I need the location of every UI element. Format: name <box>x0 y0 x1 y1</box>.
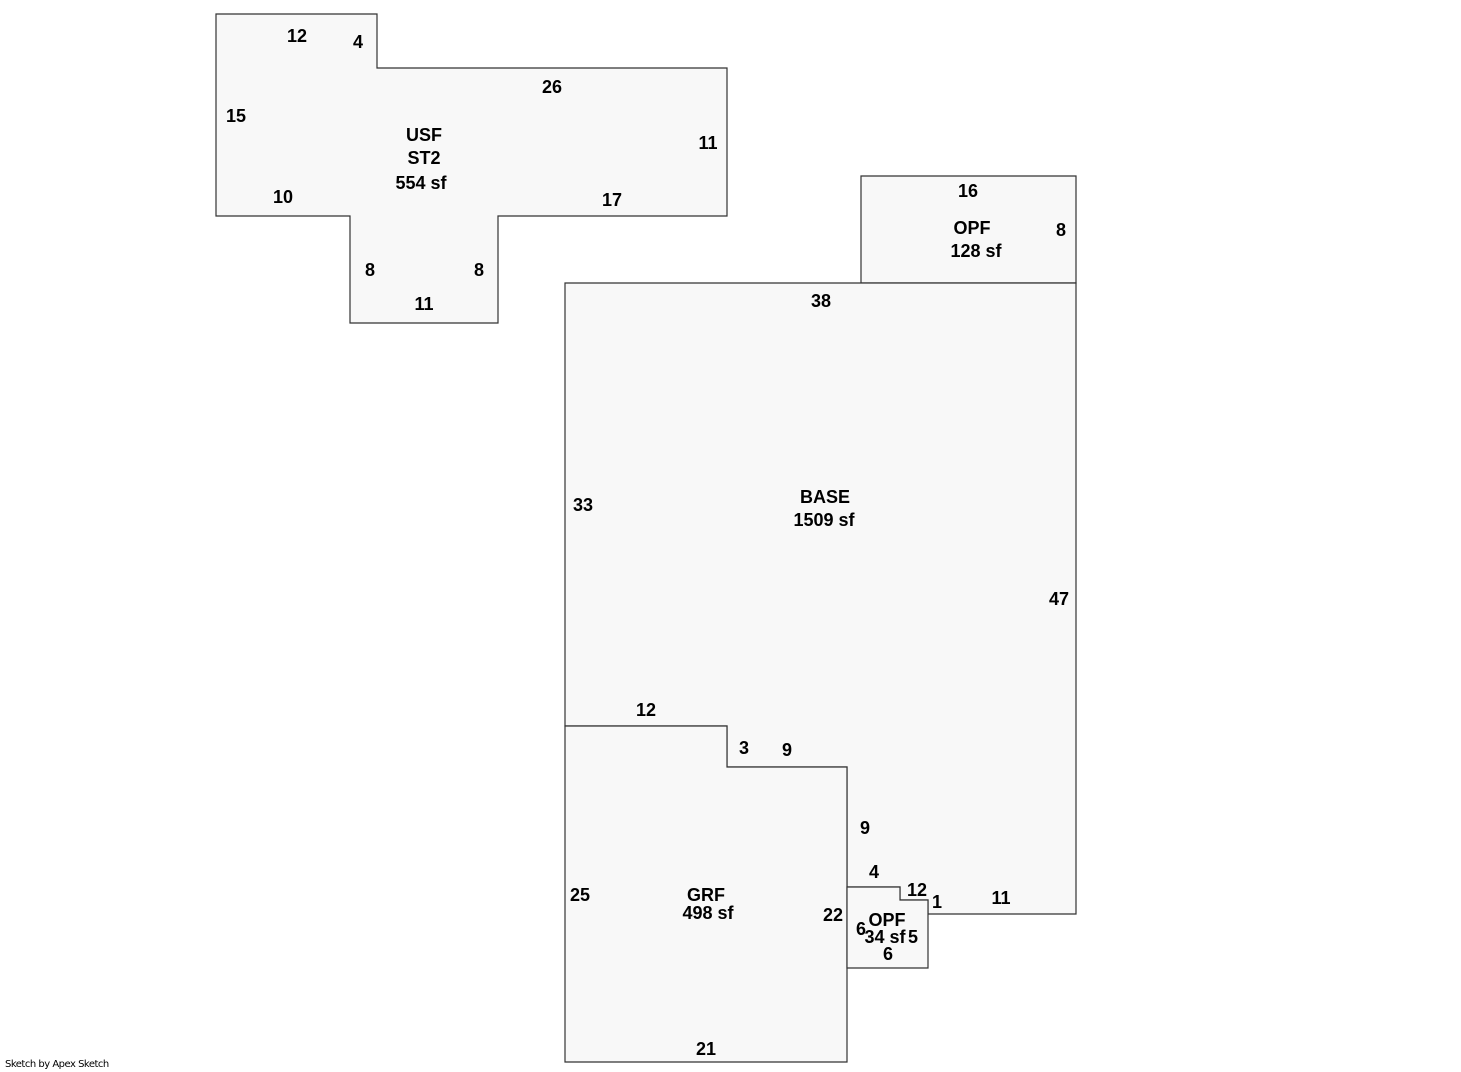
dimension: 9 <box>782 740 792 760</box>
dimension: 8 <box>474 260 484 280</box>
dimension: 8 <box>365 260 375 280</box>
dimension: 16 <box>958 181 978 201</box>
footer-credit: Sketch by Apex Sketch <box>5 1059 109 1070</box>
opf-top-size: 128 sf <box>950 241 1002 261</box>
dimension: 33 <box>573 495 593 515</box>
area-opf-small[interactable] <box>846 886 929 969</box>
dimension: 6 <box>856 919 866 939</box>
dimension: 10 <box>273 187 293 207</box>
base-size: 1509 sf <box>793 510 855 530</box>
dimension: 5 <box>908 927 918 947</box>
dimension: 8 <box>1056 220 1066 240</box>
dimension: 15 <box>226 106 246 126</box>
dimension: 17 <box>602 190 622 210</box>
dimension: 21 <box>696 1039 716 1059</box>
area-grf[interactable] <box>564 725 848 1063</box>
dimension: 4 <box>869 862 879 882</box>
dimension: 6 <box>883 944 893 964</box>
usf-size: 554 sf <box>395 173 447 193</box>
dimension: 11 <box>698 133 717 153</box>
dimension: 1 <box>932 892 942 912</box>
usf-sublabel: ST2 <box>407 148 440 168</box>
dimension: 3 <box>739 738 749 758</box>
area-usf[interactable] <box>215 13 728 324</box>
dimension: 38 <box>811 291 831 311</box>
grf-label: GRF <box>687 885 725 905</box>
dimension: 22 <box>823 905 843 925</box>
dimension: 4 <box>353 32 363 52</box>
dimension: 25 <box>570 885 590 905</box>
usf-label: USF <box>406 125 442 145</box>
dimension: 11 <box>414 294 433 314</box>
dimension: 47 <box>1049 589 1069 609</box>
opf-small-label: OPF <box>868 910 905 930</box>
dimension: 12 <box>287 26 307 46</box>
base-label: BASE <box>800 487 850 507</box>
dimension: 9 <box>860 818 870 838</box>
dimension: 11 <box>991 888 1010 908</box>
grf-size: 498 sf <box>682 903 734 923</box>
opf-small-size: 34 sf <box>864 927 906 947</box>
dimension: 12 <box>907 880 927 900</box>
opf-top-label: OPF <box>953 218 990 238</box>
dimension: 12 <box>636 700 656 720</box>
dimension: 26 <box>542 77 562 97</box>
